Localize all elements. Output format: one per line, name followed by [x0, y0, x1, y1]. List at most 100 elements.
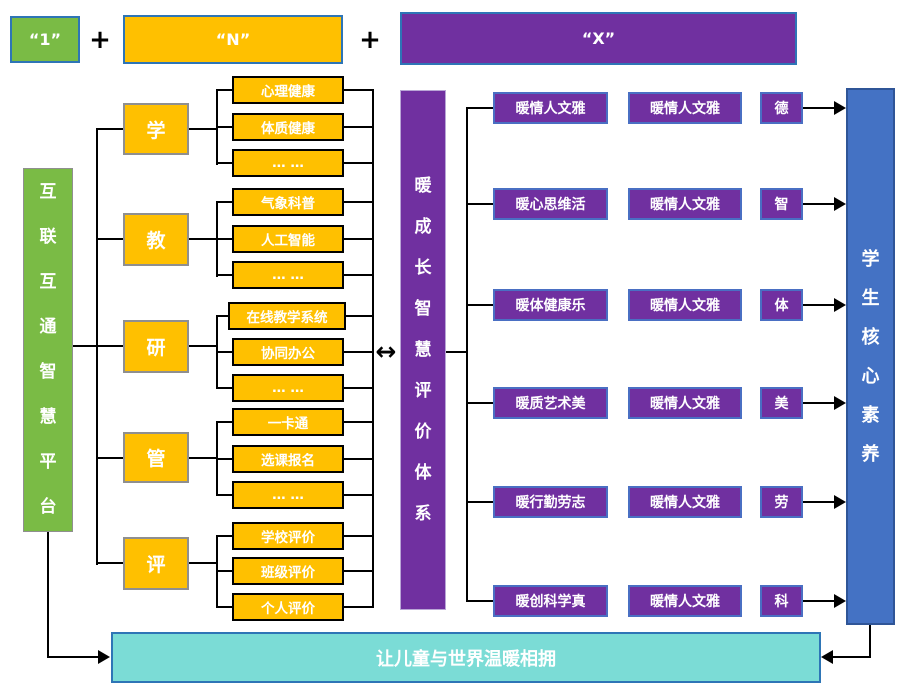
dimension-box: 暖创科学真: [493, 585, 608, 617]
connector-line: [98, 238, 123, 240]
connector-line: [468, 203, 493, 205]
core-competency-box: 学生核心素养: [846, 88, 895, 625]
connector-line: [344, 421, 374, 423]
connector-line: [73, 345, 123, 347]
dimension-box: 暖行勤劳志: [493, 486, 608, 518]
connector-line: [344, 201, 374, 203]
connector-line: [189, 238, 217, 240]
connector-line: [468, 304, 493, 306]
connector-line: [218, 421, 232, 423]
module-box: 学校评价: [232, 522, 344, 550]
connector-line: [98, 562, 123, 564]
core-box: 美: [760, 387, 803, 419]
connector-line: [189, 562, 217, 564]
arrowhead-icon: [98, 650, 110, 664]
formula-x-box: “X”: [400, 12, 797, 65]
core-competency-label: 学生核心素养: [861, 248, 880, 465]
plus-sign: +: [359, 25, 381, 55]
connector-line: [96, 128, 98, 565]
module-box: … …: [232, 261, 344, 289]
connector-line: [803, 402, 835, 404]
connector-line: [344, 162, 374, 164]
core-box: 智: [760, 188, 803, 220]
connector-line: [803, 107, 835, 109]
formula-n-box: “N”: [123, 15, 343, 64]
connector-line: [218, 201, 232, 203]
connector-line: [803, 203, 835, 205]
detail-box: 暖情人文雅: [628, 585, 742, 617]
arrowhead-icon: [834, 197, 846, 211]
connector-line: [216, 89, 218, 165]
detail-box: 暖情人文雅: [628, 387, 742, 419]
connector-line: [218, 494, 232, 496]
detail-box: 暖情人文雅: [628, 289, 742, 321]
connector-line: [218, 126, 232, 128]
module-box: 一卡通: [232, 408, 344, 436]
connector-line: [344, 89, 374, 91]
platform-box: 互联互通智慧平台: [23, 168, 73, 532]
connector-line: [47, 656, 99, 658]
module-box: 个人评价: [232, 593, 344, 621]
connector-line: [372, 89, 374, 608]
connector-line: [344, 351, 374, 353]
connector-line: [218, 274, 232, 276]
connector-line: [832, 656, 870, 658]
connector-line: [446, 351, 467, 353]
category-learn-box: 学: [123, 103, 189, 155]
connector-line: [189, 128, 217, 130]
connector-line: [344, 494, 374, 496]
connector-line: [869, 625, 871, 658]
connector-line: [466, 107, 468, 602]
core-box: 科: [760, 585, 803, 617]
connector-line: [216, 535, 218, 608]
connector-line: [803, 304, 835, 306]
arrowhead-icon: [834, 594, 846, 608]
module-box: 人工智能: [232, 225, 344, 253]
module-box: 班级评价: [232, 557, 344, 585]
connector-line: [218, 570, 232, 572]
connector-line: [344, 315, 374, 317]
platform-label: 互联互通智慧平台: [39, 182, 57, 517]
arrowhead-icon: [834, 101, 846, 115]
connector-line: [803, 600, 835, 602]
connector-line: [218, 387, 232, 389]
connector-line: [468, 600, 493, 602]
connector-line: [216, 315, 218, 389]
arrowhead-icon: [821, 650, 833, 664]
category-evaluate-box: 评: [123, 537, 189, 590]
detail-box: 暖情人文雅: [628, 486, 742, 518]
dimension-box: 暖情人文雅: [493, 92, 608, 124]
module-box: … …: [232, 149, 344, 177]
module-box: 协同办公: [232, 338, 344, 366]
connector-line: [344, 606, 374, 608]
connector-line: [47, 532, 49, 658]
module-box: 心理健康: [232, 76, 344, 104]
connector-line: [218, 315, 232, 317]
connector-line: [218, 162, 232, 164]
arrowhead-icon: [834, 495, 846, 509]
connector-line: [344, 458, 374, 460]
connector-line: [344, 535, 374, 537]
connector-line: [344, 238, 374, 240]
core-box: 德: [760, 92, 803, 124]
core-box: 劳: [760, 486, 803, 518]
module-box: 体质健康: [232, 113, 344, 141]
connector-line: [98, 457, 123, 459]
connector-line: [218, 535, 232, 537]
formula-one-box: “1”: [10, 16, 80, 63]
module-box: 气象科普: [232, 188, 344, 216]
arrowhead-icon: [834, 298, 846, 312]
category-manage-box: 管: [123, 432, 189, 483]
module-box: … …: [232, 481, 344, 509]
connector-line: [344, 387, 374, 389]
module-box: … …: [232, 374, 344, 402]
detail-box: 暖情人文雅: [628, 188, 742, 220]
connector-line: [218, 238, 232, 240]
dimension-box: 暖质艺术美: [493, 387, 608, 419]
evaluation-system-label: 暖成长智慧评价体系: [414, 175, 432, 524]
connector-line: [189, 345, 217, 347]
category-teach-box: 教: [123, 213, 189, 266]
connector-line: [344, 274, 374, 276]
connector-line: [803, 501, 835, 503]
